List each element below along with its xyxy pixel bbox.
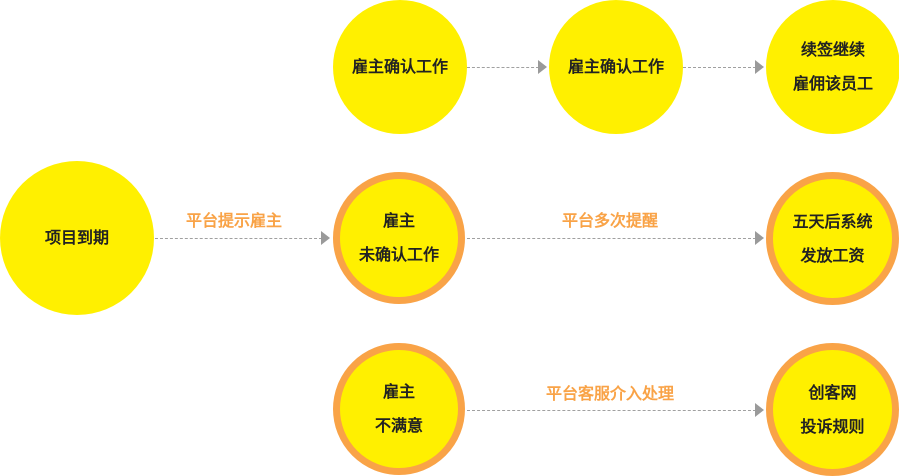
node-text: 发放工资: [800, 245, 865, 265]
node-text: 项目到期: [44, 228, 109, 247]
node-text: 雇主确认工作: [567, 57, 664, 76]
node-employer-confirm-2: 雇主确认工作: [549, 0, 683, 134]
edge-label-multiple-reminders: 平台多次提醒: [561, 211, 659, 230]
node-auto-pay: 五天后系统 发放工资: [766, 172, 899, 305]
node-complaint-rules: 创客网 投诉规则: [766, 343, 899, 476]
node-text: 雇佣该员工: [792, 74, 873, 93]
node-renew-contract: 续签继续 雇佣该员工: [766, 0, 899, 134]
edge-label-customer-service: 平台客服介入处理: [545, 384, 675, 403]
node-text: 雇主确认工作: [351, 57, 448, 76]
edge-start-mid1: [155, 238, 322, 239]
arrow-head-icon: [755, 231, 764, 245]
node-text: 投诉规则: [800, 416, 865, 436]
arrow-head-icon: [755, 403, 764, 417]
edge-top1-top2: [467, 67, 539, 68]
node-project-expired: 项目到期: [0, 161, 154, 315]
node-text: 五天后系统: [792, 211, 873, 231]
node-text: 创客网: [808, 382, 857, 402]
node-text: 未确认工作: [358, 245, 439, 264]
edge-bot1-bot2: [467, 410, 756, 411]
node-employer-confirm-1: 雇主确认工作: [333, 0, 467, 134]
edge-top2-top3: [683, 67, 756, 68]
node-employer-unconfirmed: 雇主 未确认工作: [333, 172, 465, 304]
node-employer-unsatisfied: 雇主 不满意: [333, 343, 465, 475]
arrow-head-icon: [321, 231, 330, 245]
edge-mid1-mid2: [467, 238, 756, 239]
node-text: 续签继续: [800, 40, 865, 59]
arrow-head-icon: [538, 60, 547, 74]
edge-label-platform-prompt: 平台提示雇主: [185, 211, 283, 230]
arrow-head-icon: [755, 60, 764, 74]
node-text: 不满意: [374, 416, 423, 435]
node-text: 雇主: [382, 382, 415, 401]
node-text: 雇主: [382, 211, 415, 230]
